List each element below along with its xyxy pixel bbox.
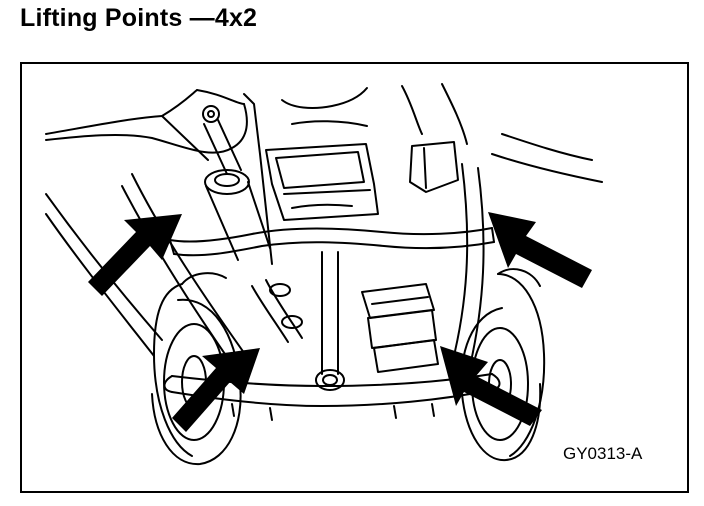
arrow-lower-left	[172, 348, 260, 432]
arrow-lower-right	[440, 346, 542, 426]
right-bracket	[409, 141, 459, 193]
page-title: Lifting Points —4x2	[20, 4, 258, 32]
shock-absorber	[202, 105, 271, 261]
arrow-upper-left	[88, 214, 182, 296]
upper-engine-components	[243, 83, 603, 265]
right-spring-block	[361, 283, 439, 373]
lifting-point-arrows	[88, 212, 592, 432]
crossmember	[169, 227, 495, 257]
figure-frame: GY0313-A	[20, 62, 689, 493]
frame-rails	[121, 163, 485, 371]
center-link	[251, 251, 345, 391]
left-fender	[45, 89, 248, 161]
oil-pan	[265, 143, 379, 221]
figure-code: GY0313-A	[563, 444, 643, 463]
front-suspension-illustration	[45, 83, 603, 466]
arrow-upper-right	[488, 212, 592, 288]
